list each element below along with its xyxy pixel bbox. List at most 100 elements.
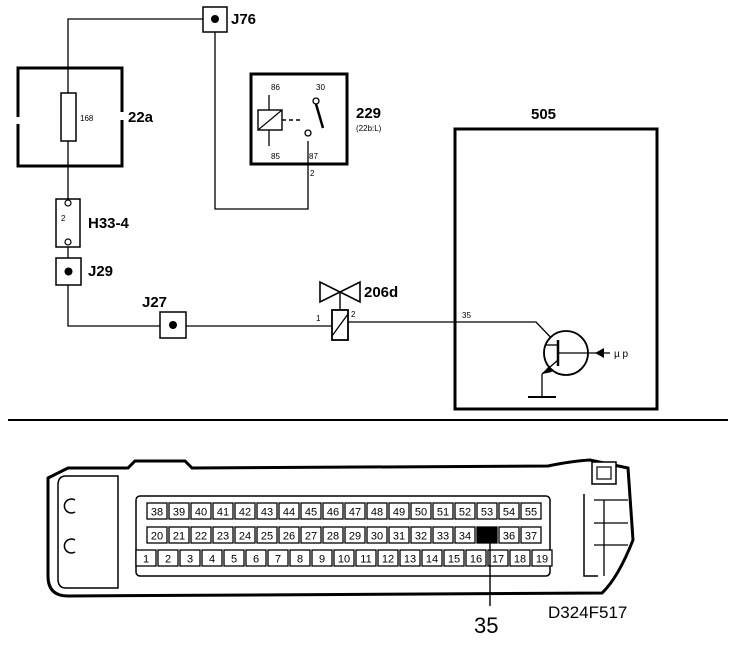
- pin-label-35: 35: [481, 531, 493, 543]
- h33-label: H33-4: [88, 215, 130, 232]
- pin-cell-25: [256, 526, 278, 544]
- pin-label-28: 28: [327, 531, 339, 543]
- pin-cell-19: [531, 549, 553, 567]
- svg-text:2: 2: [61, 214, 66, 223]
- pin-label-27: 27: [305, 531, 317, 543]
- pin-label-18: 18: [514, 554, 526, 566]
- pin-label-2: 2: [165, 554, 171, 566]
- pin-cell-22: [190, 526, 212, 544]
- pin-cell-44: [278, 502, 300, 520]
- pin-label-26: 26: [283, 531, 295, 543]
- svg-text:35: 35: [462, 311, 471, 320]
- relay-label: 229: [356, 105, 381, 122]
- pin-label-30: 30: [371, 531, 383, 543]
- pin-label-21: 21: [173, 531, 185, 543]
- pin-cell-16: [465, 549, 487, 567]
- pin-cell-15: [443, 549, 465, 567]
- pin-label-36: 36: [503, 531, 515, 543]
- pin-cell-55: [520, 502, 542, 520]
- pin-label-42: 42: [239, 507, 251, 519]
- j27-label: J27: [142, 294, 167, 311]
- pin-cell-12: [377, 549, 399, 567]
- pin-cell-9: [311, 549, 333, 567]
- pin-label-52: 52: [459, 507, 471, 519]
- pin-label-45: 45: [305, 507, 317, 519]
- relay-subtitle: (22b:L): [356, 124, 382, 133]
- pin-cell-47: [344, 502, 366, 520]
- pin-cell-34: [454, 526, 476, 544]
- pin-label-24: 24: [239, 531, 251, 543]
- pin-cell-10: [333, 549, 355, 567]
- svg-text:2: 2: [351, 310, 356, 319]
- pin-cell-35: [476, 526, 498, 544]
- control-unit-label: 505: [531, 106, 556, 123]
- pin-label-23: 23: [217, 531, 229, 543]
- pin-cell-38: [146, 502, 168, 520]
- pin-label-5: 5: [231, 554, 237, 566]
- pin-cell-33: [432, 526, 454, 544]
- pin-label-7: 7: [275, 554, 281, 566]
- pin-label-46: 46: [327, 507, 339, 519]
- pin-cell-30: [366, 526, 388, 544]
- connector-h33-4: 2 H33-4: [55, 198, 130, 248]
- junction-j76: J76: [202, 6, 256, 33]
- j76-label: J76: [231, 11, 256, 28]
- pin-cell-41: [212, 502, 234, 520]
- relay-switch: [314, 103, 325, 129]
- fuse-value: 168: [80, 114, 94, 123]
- pin-label-10: 10: [338, 554, 350, 566]
- junction-j27: J27: [142, 294, 187, 339]
- pin-label-14: 14: [426, 554, 438, 566]
- relay-229: 86 30 85 87 2 229 (22b:L): [249, 72, 382, 178]
- pin-label-22: 22: [195, 531, 207, 543]
- junction-j29: J29: [55, 257, 113, 286]
- pin-label-37: 37: [525, 531, 537, 543]
- pin-cell-36: [498, 526, 520, 544]
- pin-label-12: 12: [382, 554, 394, 566]
- figure-code: D324F517: [548, 603, 627, 622]
- pin-cell-13: [399, 549, 421, 567]
- pin-cell-7: [267, 549, 289, 567]
- pin-label-40: 40: [195, 507, 207, 519]
- pin-label-15: 15: [448, 554, 460, 566]
- pin-cell-27: [300, 526, 322, 544]
- pin-label-31: 31: [393, 531, 405, 543]
- pin-label-13: 13: [404, 554, 416, 566]
- pin-label-29: 29: [349, 531, 361, 543]
- pin-label-44: 44: [283, 507, 295, 519]
- pin-cell-40: [190, 502, 212, 520]
- pin-cell-14: [421, 549, 443, 567]
- pin-cell-52: [454, 502, 476, 520]
- pin-label-39: 39: [173, 507, 185, 519]
- pin-cell-53: [476, 502, 498, 520]
- pin-label-51: 51: [437, 507, 449, 519]
- pin-cell-26: [278, 526, 300, 544]
- pin-cell-29: [344, 526, 366, 544]
- pin-cell-2: [157, 549, 179, 567]
- pin-cell-20: [146, 526, 168, 544]
- pin-label-1: 1: [143, 554, 149, 566]
- pin-cell-3: [179, 549, 201, 567]
- pin-label-4: 4: [209, 554, 215, 566]
- pin-cell-51: [432, 502, 454, 520]
- svg-text:2: 2: [310, 169, 315, 178]
- pin-cell-50: [410, 502, 432, 520]
- valve-symbol: [319, 280, 342, 304]
- pin-cell-42: [234, 502, 256, 520]
- pin-cell-37: [520, 526, 542, 544]
- pin-label-54: 54: [503, 507, 515, 519]
- pin-label-17: 17: [492, 554, 504, 566]
- pin-cell-32: [410, 526, 432, 544]
- pin-cell-1: [135, 549, 157, 567]
- pin-cell-48: [366, 502, 388, 520]
- pin-label-38: 38: [151, 507, 163, 519]
- pin-label-50: 50: [415, 507, 427, 519]
- pin-label-6: 6: [253, 554, 259, 566]
- pin-label-19: 19: [536, 554, 548, 566]
- pin-cell-23: [212, 526, 234, 544]
- valve-206d: 1 2 206d: [316, 280, 398, 341]
- pin-label-41: 41: [217, 507, 229, 519]
- pin-label-33: 33: [437, 531, 449, 543]
